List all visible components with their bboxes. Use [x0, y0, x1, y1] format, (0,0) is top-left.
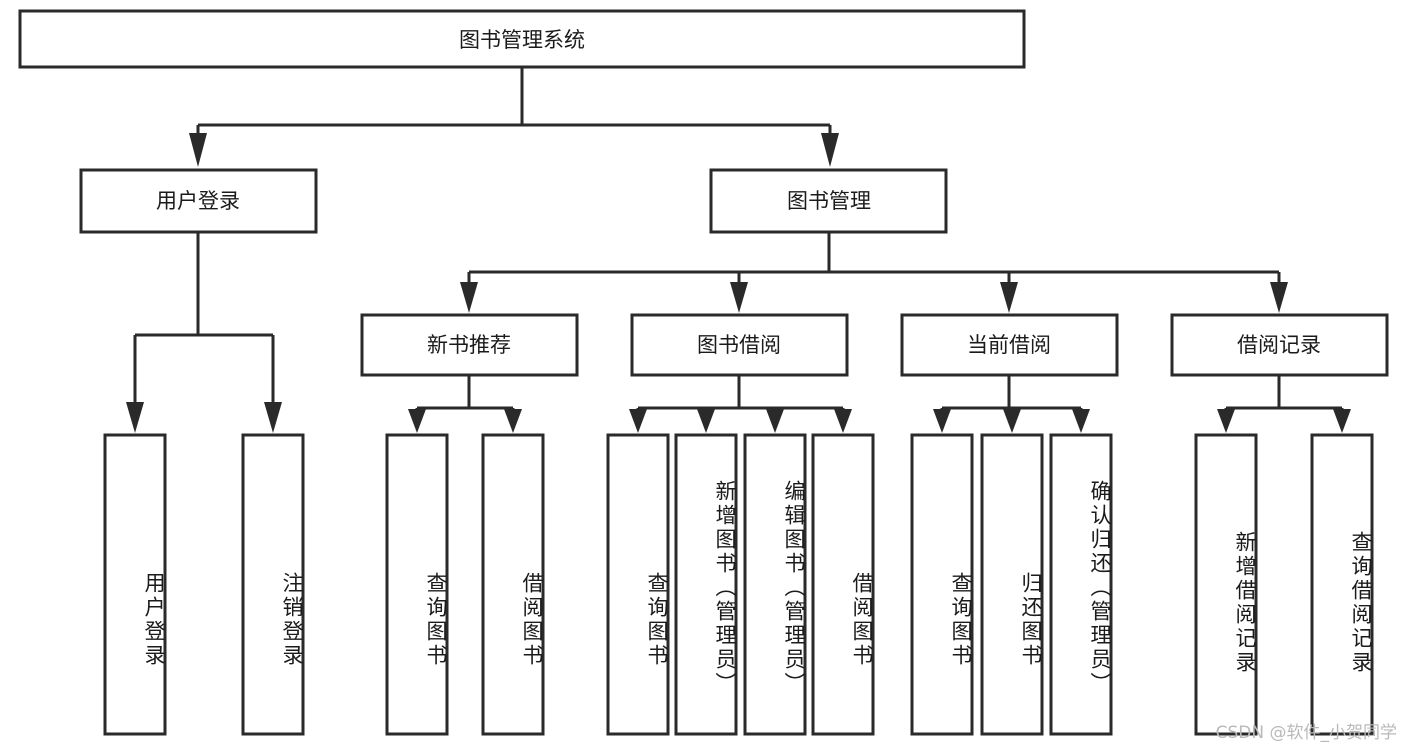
node-book-manage-label: 图书管理 [787, 189, 871, 213]
arrow-user-login-leaf-1 [126, 402, 144, 433]
arrow-book-borrow-leaf-3 [766, 409, 784, 433]
node-leaf-logout-box[interactable] [241, 433, 305, 736]
node-book-manage-box[interactable] [709, 168, 948, 234]
node-leaf-edit-book-box[interactable] [743, 433, 807, 736]
arrow-borrow-record-leaf-1 [1217, 409, 1235, 433]
arrow-root-to-book-manage [821, 133, 839, 167]
node-leaf-query-book-1-box[interactable] [385, 433, 449, 736]
node-user-login-label: 用户登录 [156, 189, 240, 213]
node-book-borrow-box[interactable] [630, 313, 849, 377]
node-leaf-add-record-box[interactable] [1194, 433, 1258, 736]
node-new-book-recommend-label: 新书推荐 [427, 333, 511, 357]
node-book-borrow-label: 图书借阅 [697, 333, 781, 357]
arrow-root-to-user-login [189, 133, 207, 167]
node-current-borrow-box[interactable] [900, 313, 1119, 377]
arrow-user-login-leaf-2 [264, 402, 282, 433]
node-root-box[interactable] [18, 9, 1026, 69]
node-leaf-query-record-box[interactable] [1310, 433, 1374, 736]
arrow-new-book-leaf-1 [408, 409, 426, 433]
node-leaf-add-book-box[interactable] [674, 433, 738, 736]
node-borrow-record-label: 借阅记录 [1237, 333, 1321, 357]
watermark-text: CSDN @软件_小贺同学 [1215, 723, 1397, 743]
node-current-borrow-label: 当前借阅 [967, 333, 1051, 357]
node-root-label: 图书管理系统 [459, 28, 585, 52]
arrow-book-borrow-leaf-4 [834, 409, 852, 433]
arrow-book-manage-to-borrow-record [1270, 282, 1288, 313]
node-leaf-user-login-box[interactable] [103, 433, 167, 736]
node-leaf-return-book-box[interactable] [980, 433, 1044, 736]
arrow-book-manage-to-current-borrow [1000, 282, 1018, 313]
node-borrow-record-box[interactable] [1170, 313, 1389, 377]
arrow-book-borrow-leaf-1 [629, 409, 647, 433]
arrow-book-borrow-leaf-2 [697, 409, 715, 433]
node-leaf-query-book-3-box[interactable] [910, 433, 974, 736]
arrow-book-manage-to-book-borrow [730, 282, 748, 313]
arrow-current-borrow-leaf-2 [1003, 409, 1021, 433]
arrow-current-borrow-leaf-3 [1072, 409, 1090, 433]
arrow-borrow-record-leaf-2 [1333, 409, 1351, 433]
node-new-book-recommend-box[interactable] [360, 313, 579, 377]
node-leaf-borrow-book-2-box[interactable] [811, 433, 875, 736]
arrow-book-manage-to-new-book [460, 282, 478, 313]
arrow-current-borrow-leaf-1 [933, 409, 951, 433]
node-leaf-confirm-return-box[interactable] [1049, 433, 1113, 736]
arrow-new-book-leaf-2 [504, 409, 522, 433]
node-leaf-query-book-2-box[interactable] [606, 433, 670, 736]
node-leaf-borrow-book-1-box[interactable] [481, 433, 545, 736]
